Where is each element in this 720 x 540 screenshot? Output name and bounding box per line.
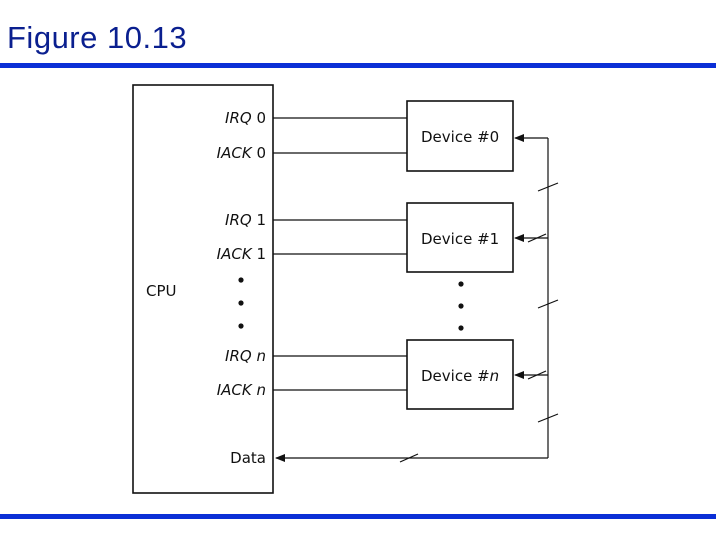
bus-slash-mark xyxy=(537,299,559,309)
ellipsis-dot xyxy=(458,281,464,287)
ellipsis-dot xyxy=(458,303,464,309)
iack-1-label: IACK 1 xyxy=(217,245,266,263)
bus-slash-mark xyxy=(537,182,559,192)
ellipsis-dot xyxy=(238,323,244,329)
bus-slash-mark xyxy=(399,453,419,463)
device-n-label: Device #n xyxy=(421,367,499,385)
bus-slash-mark xyxy=(527,233,547,243)
cpu-label: CPU xyxy=(146,282,177,300)
cpu-box xyxy=(132,84,274,494)
irq-0-label: IRQ 0 xyxy=(225,109,266,127)
iack-n-label: IACK n xyxy=(217,381,266,399)
top-divider xyxy=(0,63,716,68)
slide-title: Figure 10.13 xyxy=(7,20,188,55)
device-1-label: Device #1 xyxy=(421,230,499,248)
bus-slash-mark xyxy=(527,370,547,380)
irq-1-label: IRQ 1 xyxy=(225,211,266,229)
bus-slash-mark xyxy=(537,413,559,423)
bottom-divider xyxy=(0,514,716,519)
irq-n-label: IRQ n xyxy=(225,347,266,365)
ellipsis-dot xyxy=(238,277,244,283)
ellipsis-dot xyxy=(238,300,244,306)
iack-0-label: IACK 0 xyxy=(217,144,266,162)
device-1-box xyxy=(406,202,514,273)
device-0-box xyxy=(406,100,514,172)
data-label: Data xyxy=(230,449,266,467)
device-0-label: Device #0 xyxy=(421,128,499,146)
device-n-box xyxy=(406,339,514,410)
ellipsis-dot xyxy=(458,325,464,331)
